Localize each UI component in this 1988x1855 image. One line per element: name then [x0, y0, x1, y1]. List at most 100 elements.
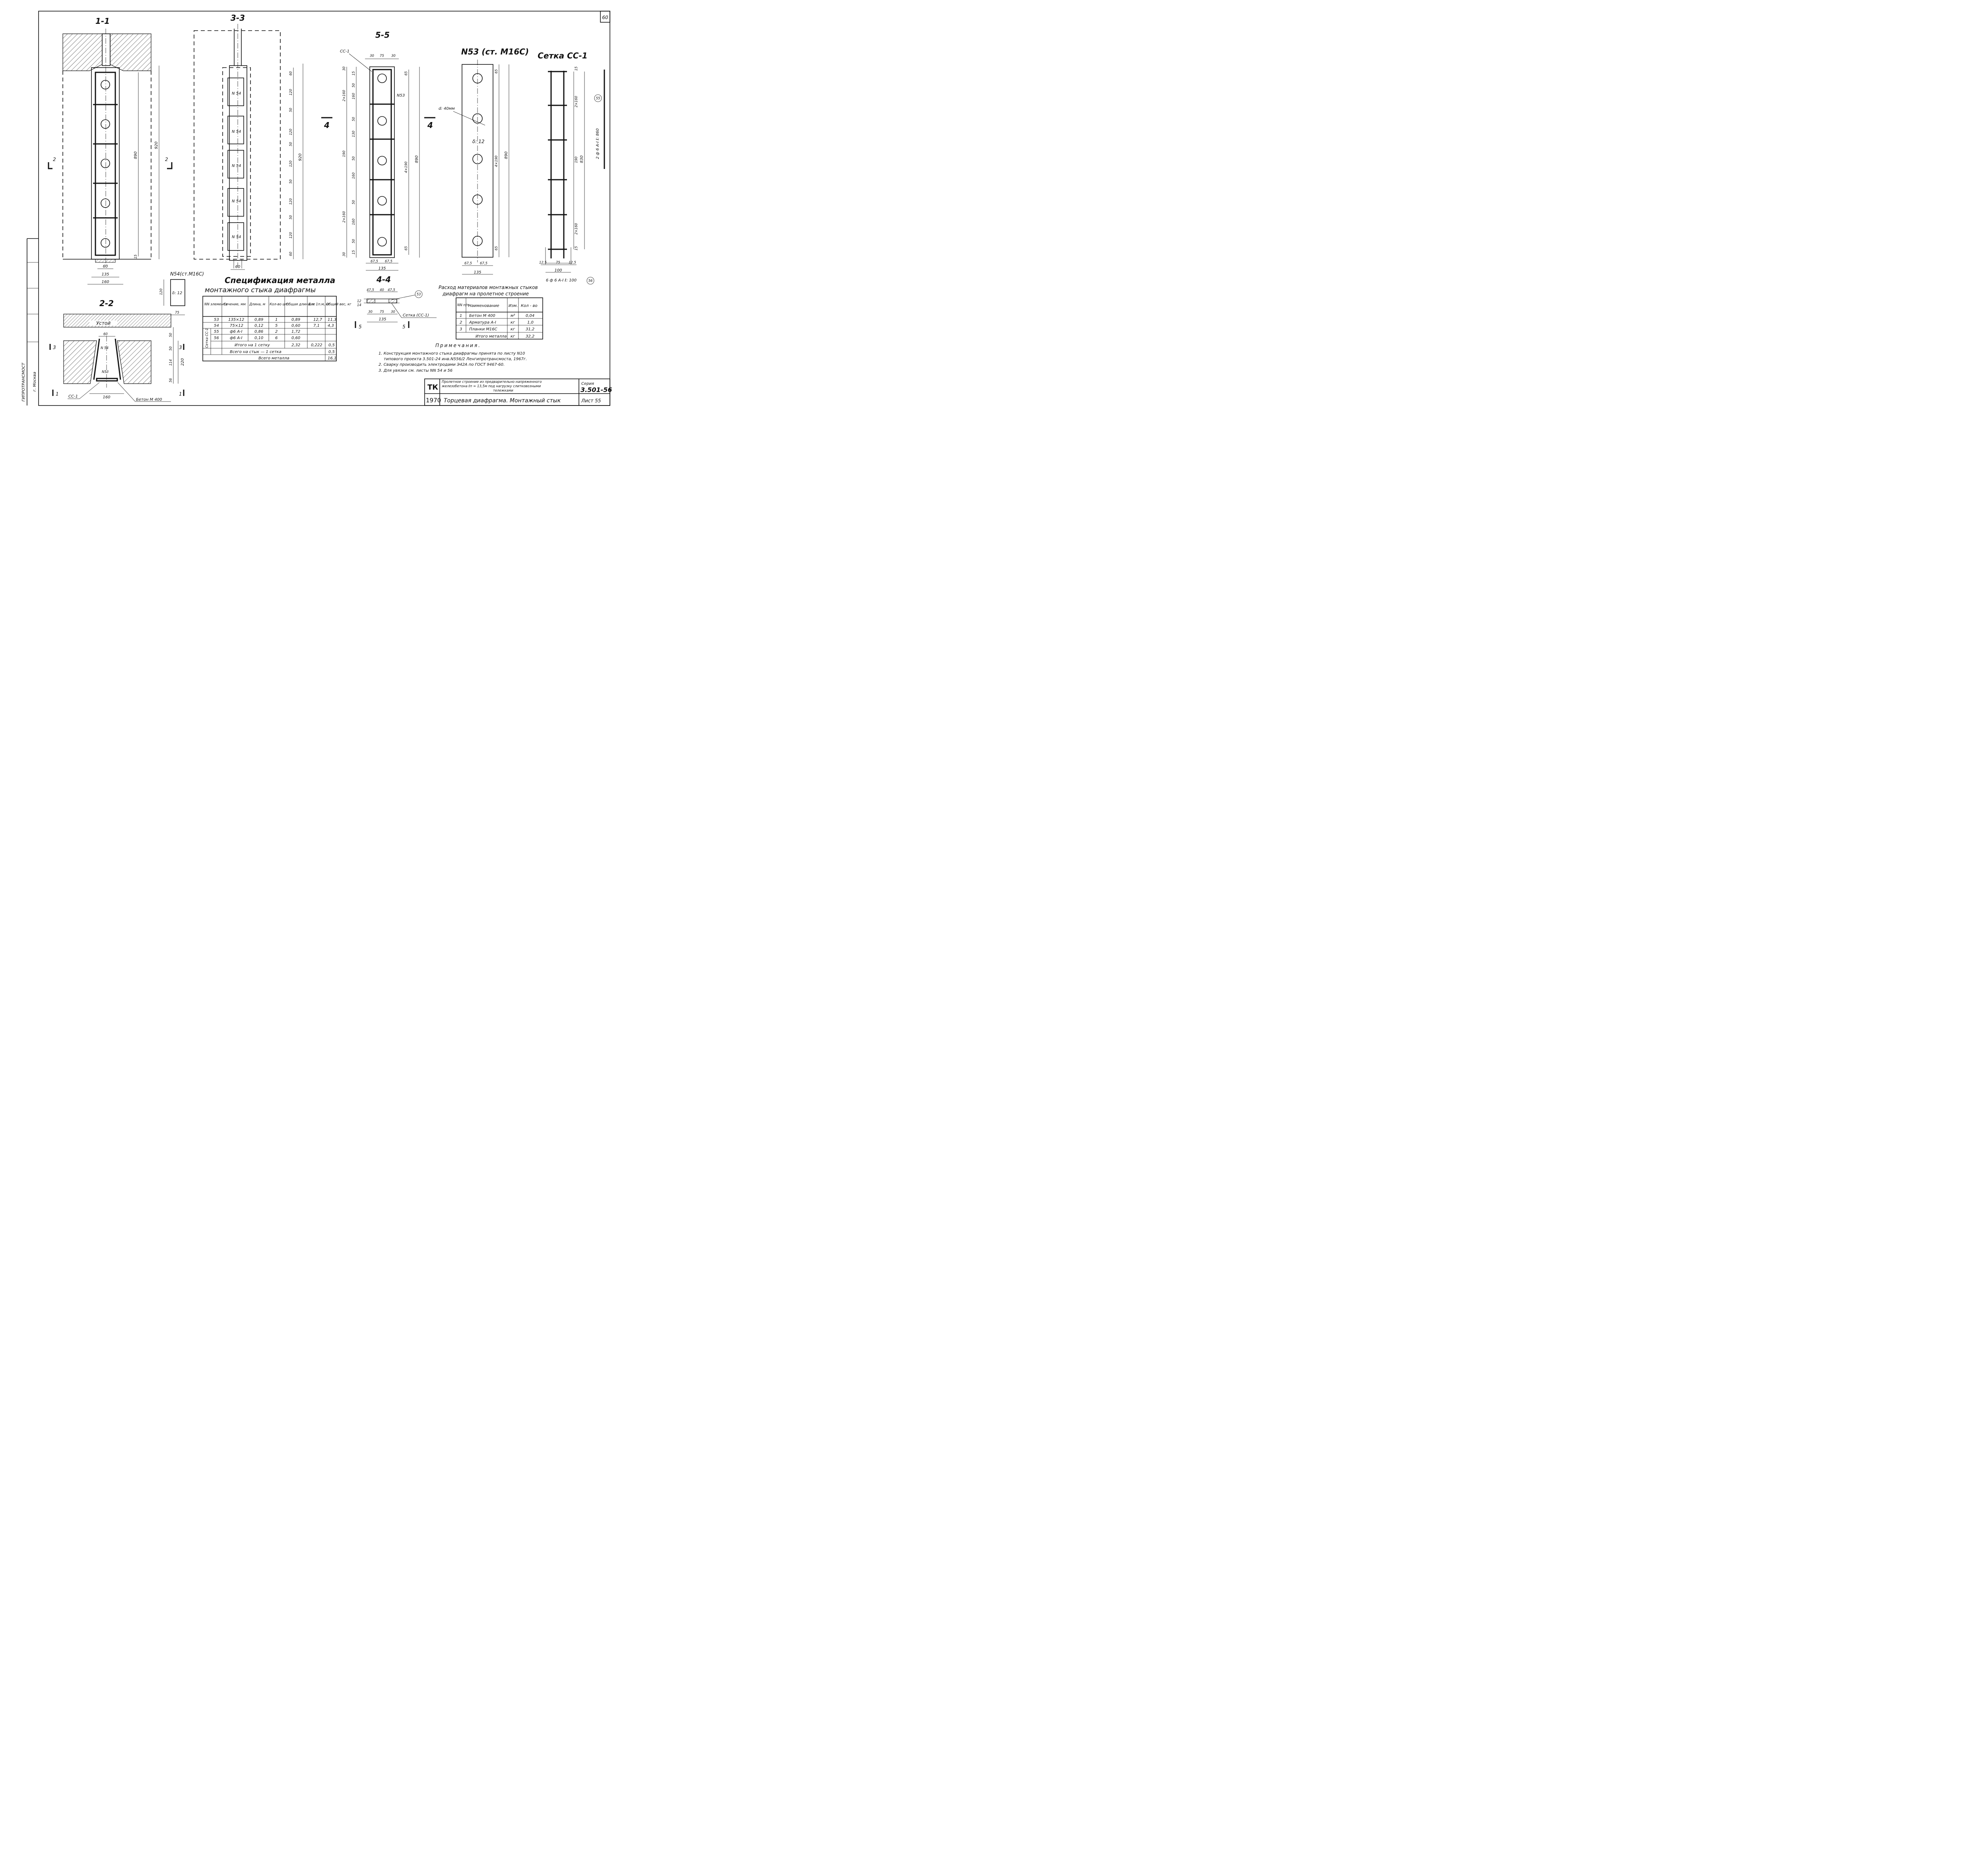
- spec-cell: 6: [275, 336, 278, 340]
- note-1a: 1. Конструкция монтажного стыка диафрагм…: [379, 351, 525, 356]
- spec-cell: 0,86: [254, 330, 263, 334]
- dim-120-a: 120: [289, 89, 293, 95]
- title-3-3: 3-3: [231, 13, 245, 23]
- mat-cell: Арматура А-I: [469, 320, 496, 325]
- circle-53: 53: [417, 293, 421, 297]
- mat-row-1: 1 Бетон М 400 м³ 0,04: [460, 314, 534, 318]
- spec-row-53: 53 135×12 0,89 1 0,89 12,7 11,3: [214, 318, 336, 322]
- label-cc1-top: СС-1: [340, 49, 349, 54]
- dim-67-5-d: 67,5: [480, 262, 487, 266]
- dim-65-b: 65: [404, 246, 408, 250]
- dim-920-a: 920: [154, 142, 159, 149]
- dim-50-f: 50: [352, 117, 356, 121]
- mat-cell: 31,2: [526, 327, 534, 332]
- tb-year: 1970: [426, 397, 441, 404]
- dim-67-5-b: 67,5: [385, 260, 392, 264]
- side-stamp: ГИПРОТРАНСМОСТ г. Москва: [21, 238, 39, 406]
- mat-cell: 1,0: [527, 320, 534, 325]
- bolt-holes-1-1: [101, 80, 110, 248]
- dim-75-c: 75: [175, 311, 179, 315]
- dim-14-44: 14: [357, 303, 361, 307]
- sheet-number: 60: [602, 15, 608, 20]
- label-beton: Бетон М 400: [136, 398, 162, 402]
- dim-15-a: 15: [134, 254, 138, 259]
- dim-50-e: 50: [352, 83, 356, 87]
- dim-67-5-c: 67,5: [464, 262, 472, 266]
- section-2-2: 2-2 Устой N 54 N53 60 160 50 50 114 56 2…: [49, 299, 185, 402]
- spec-cell: ф6 А-I: [230, 330, 243, 334]
- mat-h-qty: Кол - во: [521, 304, 538, 308]
- circle-56: 56: [588, 279, 593, 283]
- label-delta12-n54: δ: 12: [172, 291, 182, 295]
- stamp-city: г. Москва: [33, 372, 37, 392]
- spec-per-joint: 0,5: [328, 350, 335, 354]
- mark-2-left: 2: [53, 157, 56, 162]
- dim-120-b: 120: [289, 129, 293, 135]
- dim-50-g: 50: [352, 156, 356, 161]
- dim-15-c: 15: [352, 250, 356, 254]
- label-ustoi: Устой: [96, 320, 111, 326]
- notes-title: Примечания.: [435, 343, 481, 348]
- mark-3-right: 3: [179, 345, 182, 350]
- spec-title-2: монтажного стыка диафрагмы: [205, 286, 316, 294]
- dim-50-a: 50: [289, 108, 293, 112]
- label-n54-22: N 54: [101, 346, 109, 350]
- spec-row-56: 56 ф6 А-I 0,10 6 0,60: [214, 336, 300, 340]
- tb-desc-1: Пролетное строение из предварительно нап…: [442, 380, 542, 384]
- note-2: 2. Сварку производить электродами Э42А п…: [379, 363, 505, 367]
- section-3-3: 3-3 60 N 54 N 54 N 54 N 54 N 54 920 60 1…: [194, 13, 303, 270]
- section-1-1: 1-1 920 890 15 60 135 160: [48, 16, 173, 285]
- spec-table: Спецификация металла монтажного стыка ди…: [202, 276, 351, 361]
- title-n53: N53 (ст. М16С): [461, 47, 529, 56]
- label-n54-4: N 54: [232, 199, 241, 204]
- dim-30-b: 30: [391, 54, 396, 58]
- spec-cell: 5: [275, 324, 278, 328]
- mat-cell: м³: [511, 314, 515, 318]
- dim-15-d: 15: [575, 66, 579, 71]
- spec-cell: 4,3: [328, 324, 334, 328]
- dim-120-f: 120: [159, 289, 163, 295]
- dim-65-c: 65: [495, 69, 499, 74]
- title-mesh: Сетка СС-1: [538, 51, 587, 60]
- spec-subtotal-unitw: 0,222: [311, 343, 322, 347]
- dim-40: 40: [380, 288, 384, 292]
- mat-h-nn: NN п/п: [457, 303, 469, 307]
- spec-h-nn: NN элемента: [204, 303, 227, 307]
- dim-890-a: 890: [134, 151, 138, 159]
- spec-cell: 135×12: [228, 318, 244, 322]
- dim-890-c: 890: [504, 151, 509, 159]
- mat-total: 32,2: [526, 334, 534, 339]
- dim-4x190-a: 4×190: [404, 161, 408, 173]
- dim-830: 830: [580, 155, 584, 163]
- mat-title-2: диафрагм на пролетное строение: [442, 291, 529, 297]
- dim-160-e: 160: [103, 395, 110, 400]
- tb-sheet-label: Лист 55: [581, 398, 601, 404]
- tb-sheet-title: Торцевая диафрагма. Монтажный стык: [444, 398, 561, 404]
- spec-h-unit-w: Вес 1п.м, кг: [309, 303, 330, 307]
- dim-50-b: 50: [289, 142, 293, 146]
- dim-135-c: 135: [474, 270, 481, 275]
- label-mesh-short: 6 ф 6 А-I ℓ: 100: [546, 278, 577, 283]
- dim-120-c: 120: [289, 161, 293, 167]
- section-4-4: 4-4 47,5 40 47,5 12 14 30 75 30 135 53 С…: [355, 275, 437, 330]
- tb-desc-3: тележками: [493, 389, 513, 393]
- drawing-sheet: 60 ГИПРОТРАНСМОСТ г. Москва 1-1: [21, 11, 612, 406]
- spec-cell: 7,1: [313, 324, 320, 328]
- mat-cell: 3: [460, 327, 462, 332]
- dim-100: 100: [554, 268, 562, 273]
- spec-cell: 56: [214, 336, 219, 340]
- dim-60-c: 60: [289, 71, 293, 76]
- spec-group-label: Сетка СС-1: [205, 328, 209, 348]
- dim-50-j: 50: [169, 333, 173, 337]
- spec-h-section: Сечение, мм: [223, 303, 246, 307]
- mat-total-unit: кг: [511, 334, 515, 339]
- mat-h-name: Наименование: [468, 304, 499, 308]
- mark-4-left: 4: [324, 120, 330, 130]
- mesh-cc1: Сетка СС-1 15 2×160 190 2×160 15 830 2 ф…: [538, 51, 605, 285]
- dim-30-e: 30: [368, 310, 373, 314]
- mat-cell: 0,04: [526, 314, 534, 318]
- dim-50-c: 50: [289, 179, 293, 184]
- tb-org: ТК: [427, 383, 438, 392]
- spec-cell: 1,72: [291, 330, 300, 334]
- dim-12-44: 12: [357, 299, 361, 303]
